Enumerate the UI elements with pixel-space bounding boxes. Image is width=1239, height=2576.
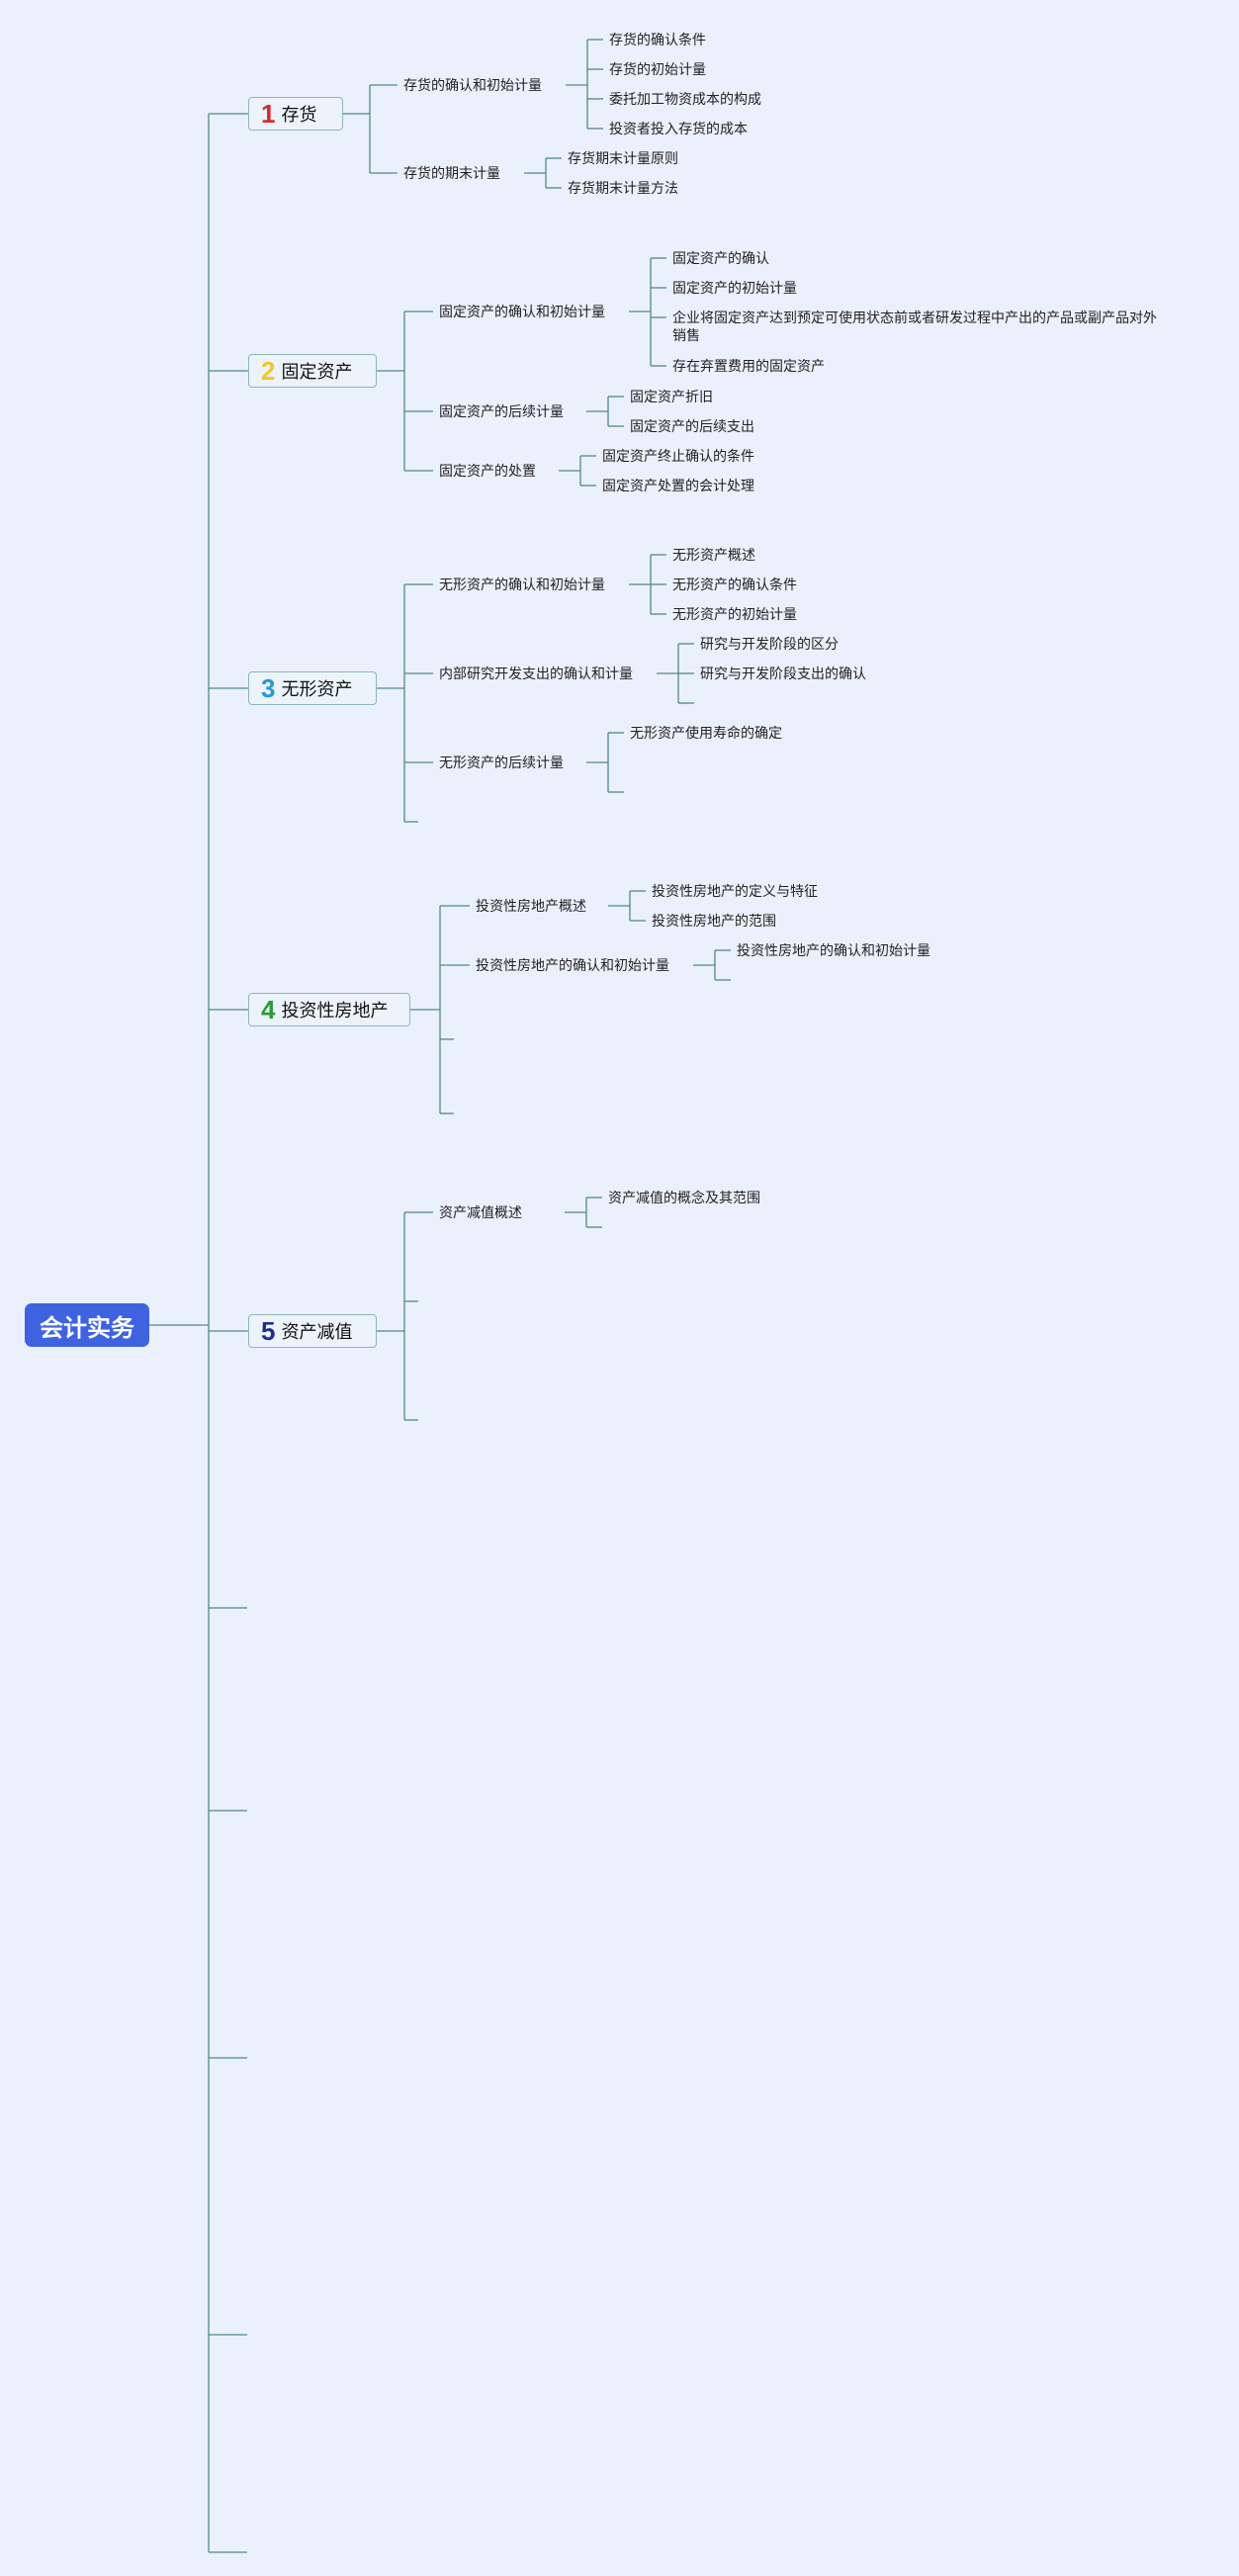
leaf-topic[interactable]: 投资性房地产的确认和初始计量 bbox=[737, 942, 930, 958]
section-label: 投资性房地产 bbox=[281, 1001, 389, 1021]
subtopic[interactable]: 内部研究开发支出的确认和计量 bbox=[439, 666, 633, 681]
leaf-topic[interactable]: 无形资产的确认条件 bbox=[672, 577, 797, 592]
leaf-topic[interactable]: 固定资产的确认 bbox=[672, 250, 769, 266]
leaf-topic[interactable]: 存在弃置费用的固定资产 bbox=[672, 358, 825, 374]
leaf-topic[interactable]: 投资性房地产的范围 bbox=[652, 913, 776, 929]
leaf-topic[interactable]: 研究与开发阶段支出的确认 bbox=[700, 666, 866, 681]
section-number: 2 bbox=[261, 356, 276, 386]
section-number: 5 bbox=[261, 1316, 276, 1346]
leaf-topic[interactable]: 资产减值的概念及其范围 bbox=[608, 1190, 760, 1205]
leaf-topic[interactable]: 无形资产使用寿命的确定 bbox=[630, 725, 782, 741]
section-number: 4 bbox=[261, 995, 276, 1024]
leaf-topic[interactable]: 固定资产的初始计量 bbox=[672, 280, 797, 296]
leaf-topic[interactable]: 企业将固定资产达到预定可使用状态前或者研发过程中产出的产品或副产品对外销售 bbox=[672, 310, 1157, 343]
subtopic[interactable]: 投资性房地产概述 bbox=[476, 898, 586, 914]
leaf-topic[interactable]: 固定资产折旧 bbox=[630, 389, 713, 404]
section-label: 无形资产 bbox=[281, 679, 353, 699]
subtopic[interactable]: 固定资产的处置 bbox=[439, 463, 536, 479]
subtopic[interactable]: 固定资产的确认和初始计量 bbox=[439, 304, 605, 319]
section-number: 3 bbox=[261, 673, 276, 703]
subtopic[interactable]: 存货的确认和初始计量 bbox=[403, 77, 542, 93]
section-label: 资产减值 bbox=[281, 1322, 353, 1342]
leaf-topic[interactable]: 存货期末计量原则 bbox=[568, 150, 678, 166]
leaf-topic[interactable]: 无形资产概述 bbox=[672, 547, 755, 563]
leaf-topic[interactable]: 存货的初始计量 bbox=[609, 61, 706, 77]
leaf-topic[interactable]: 固定资产的后续支出 bbox=[630, 418, 754, 434]
section-number: 1 bbox=[261, 99, 276, 129]
subtopic[interactable]: 存货的期末计量 bbox=[403, 165, 500, 181]
leaf-topic[interactable]: 投资者投入存货的成本 bbox=[609, 121, 748, 136]
leaf-topic[interactable]: 存货的确认条件 bbox=[609, 32, 706, 47]
leaf-topic[interactable]: 固定资产终止确认的条件 bbox=[602, 448, 754, 464]
leaf-topic[interactable]: 投资性房地产的定义与特征 bbox=[652, 883, 818, 899]
root-node[interactable]: 会计实务 bbox=[25, 1303, 149, 1347]
leaf-topic[interactable]: 无形资产的初始计量 bbox=[672, 606, 797, 622]
section-label: 存货 bbox=[281, 105, 317, 125]
subtopic[interactable]: 无形资产的后续计量 bbox=[439, 755, 564, 770]
subtopic[interactable]: 资产减值概述 bbox=[439, 1204, 522, 1220]
subtopic[interactable]: 无形资产的确认和初始计量 bbox=[439, 577, 605, 592]
subtopic[interactable]: 固定资产的后续计量 bbox=[439, 403, 564, 419]
leaf-topic[interactable]: 存货期末计量方法 bbox=[568, 180, 678, 196]
section-label: 固定资产 bbox=[281, 362, 353, 382]
subtopic[interactable]: 投资性房地产的确认和初始计量 bbox=[476, 957, 669, 973]
leaf-topic[interactable]: 固定资产处置的会计处理 bbox=[602, 478, 754, 493]
leaf-topic[interactable]: 委托加工物资成本的构成 bbox=[609, 91, 761, 107]
leaf-topic[interactable]: 研究与开发阶段的区分 bbox=[700, 636, 839, 652]
